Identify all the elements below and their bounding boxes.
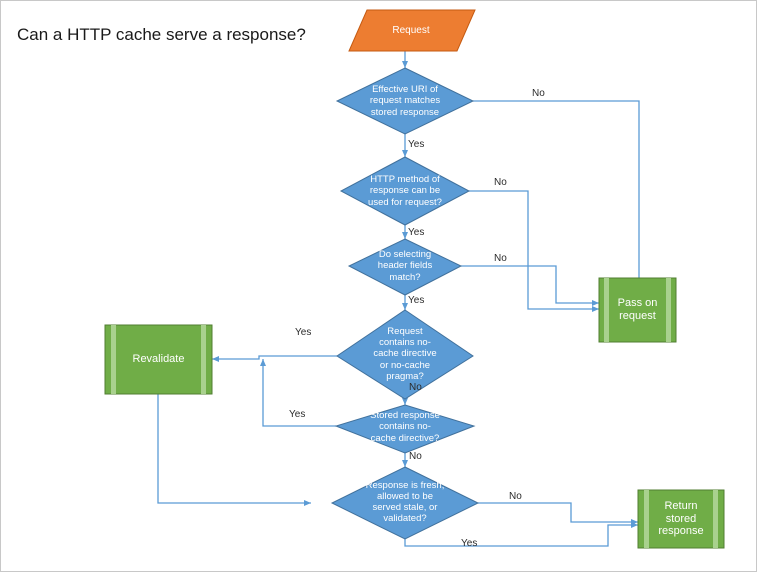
edge-label-stnc-no: No bbox=[409, 451, 422, 462]
node-headers-match bbox=[347, 238, 463, 296]
node-return-stored-response bbox=[637, 489, 725, 549]
edge-label-fresh-no: No bbox=[509, 491, 522, 502]
edge-label-reqnc-yes: Yes bbox=[295, 327, 312, 338]
edge-label-uri-no: No bbox=[532, 88, 545, 99]
page-title: Can a HTTP cache serve a response? bbox=[17, 25, 306, 44]
node-method-ok bbox=[339, 156, 471, 226]
edge-label-fresh-yes: Yes bbox=[461, 538, 478, 549]
edge-label-headers-yes: Yes bbox=[408, 295, 425, 306]
node-fresh bbox=[330, 466, 480, 540]
connector-lines bbox=[157, 51, 642, 547]
edge-label-uri-yes: Yes bbox=[408, 139, 425, 150]
node-request bbox=[348, 9, 476, 52]
node-request-nocache bbox=[336, 309, 474, 400]
node-pass-on-request bbox=[598, 277, 677, 343]
node-uri-match bbox=[335, 67, 475, 135]
edge-label-method-no: No bbox=[494, 177, 507, 188]
edge-label-method-yes: Yes bbox=[408, 227, 425, 238]
edge-label-headers-no: No bbox=[494, 253, 507, 264]
edge-label-stnc-yes: Yes bbox=[289, 409, 306, 420]
node-revalidate bbox=[104, 324, 213, 395]
node-stored-nocache bbox=[334, 404, 476, 454]
edge-label-reqnc-no: No bbox=[409, 382, 422, 393]
